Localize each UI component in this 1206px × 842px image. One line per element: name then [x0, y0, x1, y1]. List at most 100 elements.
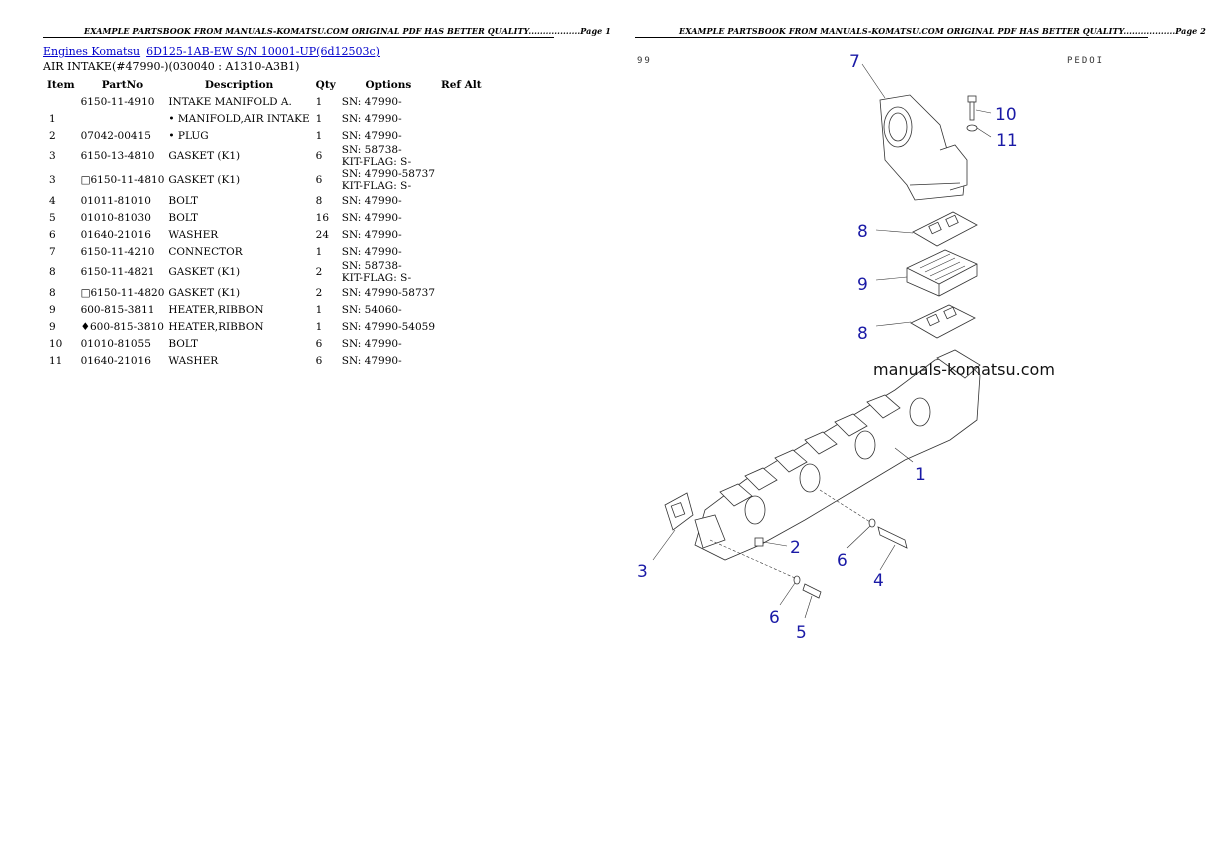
qty-cell: 6: [315, 150, 323, 162]
callout-8-upper: 8: [857, 222, 868, 242]
qty-cell: 6: [315, 174, 323, 186]
options-cell: SN: 47990-: [340, 192, 437, 209]
column-header-ref-alt: Ref Alt: [441, 79, 482, 91]
callout-5: 5: [796, 623, 807, 643]
page-header: EXAMPLE PARTSBOOK FROM MANUALS-KOMATSU.C…: [679, 26, 1206, 36]
description-cell: CONNECTOR: [168, 245, 243, 258]
options-cell: SN: 47990-: [340, 127, 437, 144]
partno-cell: 6150-11-4210: [80, 245, 155, 258]
item-cell: [43, 93, 79, 110]
qty-cell: 8: [315, 194, 323, 207]
qty-cell: 1: [315, 112, 323, 125]
ref-alt-cell: [437, 260, 486, 284]
qty-cell: 1: [315, 320, 323, 333]
leader-lines: [652, 63, 992, 619]
options-cell: SN: 47990-: [340, 110, 437, 127]
partno-cell: 01010-81030: [80, 211, 151, 224]
corner-code-right: PEDOI: [1067, 56, 1104, 66]
option-line: KIT-FLAG: S-: [341, 272, 412, 284]
partno-cell: 600-815-3811: [80, 303, 155, 316]
description-cell: BOLT: [168, 211, 199, 224]
partno-cell: 01640-21016: [80, 354, 151, 367]
qty-cell: 24: [315, 228, 330, 241]
option-line: SN: 58738-: [341, 260, 402, 272]
item-cell: 6: [49, 228, 56, 241]
option-line: SN: 47990-58737: [341, 286, 436, 299]
table-row: 9 ♦600-815-3810 HEATER,RIBBON 1 SN: 47990-54…: [43, 318, 486, 335]
item-cell: 5: [49, 211, 56, 224]
option-line: SN: 47990-: [341, 194, 402, 207]
breadcrumb: Engines Komatsu 6D125-1AB-EW S/N 10001-UP…: [43, 45, 380, 58]
qty-cell: 1: [315, 129, 323, 142]
ref-alt-cell: [437, 318, 486, 335]
item-cell: 3: [49, 150, 56, 162]
partno-cell: 01011-81010: [80, 194, 151, 207]
option-line: SN: 47990-54059: [341, 320, 436, 333]
connector-drawing: [879, 94, 968, 201]
qty-cell: 1: [315, 245, 323, 258]
description-cell: • MANIFOLD,AIR INTAKE: [168, 112, 310, 125]
partno-cell: 6150-11-4910: [80, 95, 155, 108]
ref-alt-cell: [437, 209, 486, 226]
item-cell: 9: [49, 303, 56, 316]
description-cell: HEATER,RIBBON: [168, 320, 264, 333]
breadcrumb-model-link[interactable]: 6D125-1AB-EW S/N 10001-UP(6d12503c): [146, 45, 380, 58]
partno-cell: ♦600-815-3810: [80, 320, 164, 333]
description-cell: GASKET (K1): [168, 174, 241, 186]
watermark: manuals-komatsu.com: [873, 360, 1055, 379]
partno-cell: 01010-81055: [80, 337, 151, 350]
column-header-qty: Qty: [315, 79, 336, 91]
option-line: SN: 47990-: [341, 129, 402, 142]
qty-cell: 6: [315, 337, 323, 350]
ref-alt-cell: [437, 110, 486, 127]
bolt-10-drawing: [966, 95, 978, 132]
section-subtitle: AIR INTAKE(#47990-)(030040 : A1310-A3B1): [43, 60, 300, 73]
item-cell: 11: [49, 354, 63, 367]
partno-cell: □6150-11-4820: [80, 286, 165, 299]
partno-cell: 07042-00415: [80, 129, 151, 142]
ref-alt-cell: [437, 192, 486, 209]
header-rule: [43, 37, 554, 38]
item-cell: 2: [49, 129, 56, 142]
ref-alt-cell: [437, 144, 486, 168]
description-cell: WASHER: [168, 354, 219, 367]
gasket-3-drawing: [664, 492, 694, 531]
callout-labels: 7 10 11 8 9 8 1 2 3 6 4 6 5: [637, 52, 1018, 643]
ref-alt-cell: [437, 93, 486, 110]
ref-alt-cell: [437, 226, 486, 243]
qty-cell: 2: [315, 266, 323, 278]
breadcrumb-engines-link[interactable]: Engines Komatsu: [43, 45, 141, 58]
ref-alt-cell: [437, 301, 486, 318]
option-line: SN: 58738-: [341, 144, 402, 156]
corner-code-left: 99: [637, 56, 652, 66]
description-cell: INTAKE MANIFOLD A.: [168, 95, 292, 108]
callout-4: 4: [873, 571, 884, 591]
options-cell: SN: 47990-: [340, 335, 437, 352]
description-cell: BOLT: [168, 194, 199, 207]
callout-6-upper: 6: [837, 551, 848, 571]
description-cell: • PLUG: [168, 129, 209, 142]
right-page: EXAMPLE PARTSBOOK FROM MANUALS-KOMATSU.C…: [595, 0, 1206, 842]
partno-cell: 01640-21016: [80, 228, 151, 241]
option-line: KIT-FLAG: S-: [341, 156, 412, 168]
partno-cell: □6150-11-4810: [80, 174, 165, 186]
ref-alt-cell: [437, 335, 486, 352]
ref-alt-cell: [437, 168, 486, 192]
partno-cell: 6150-11-4821: [80, 266, 155, 278]
ref-alt-cell: [437, 284, 486, 301]
option-line: KIT-FLAG: S-: [341, 180, 412, 192]
qty-cell: 1: [315, 95, 323, 108]
option-line: SN: 54060-: [341, 303, 402, 316]
item-cell: 9: [49, 320, 56, 333]
qty-cell: 6: [315, 354, 323, 367]
